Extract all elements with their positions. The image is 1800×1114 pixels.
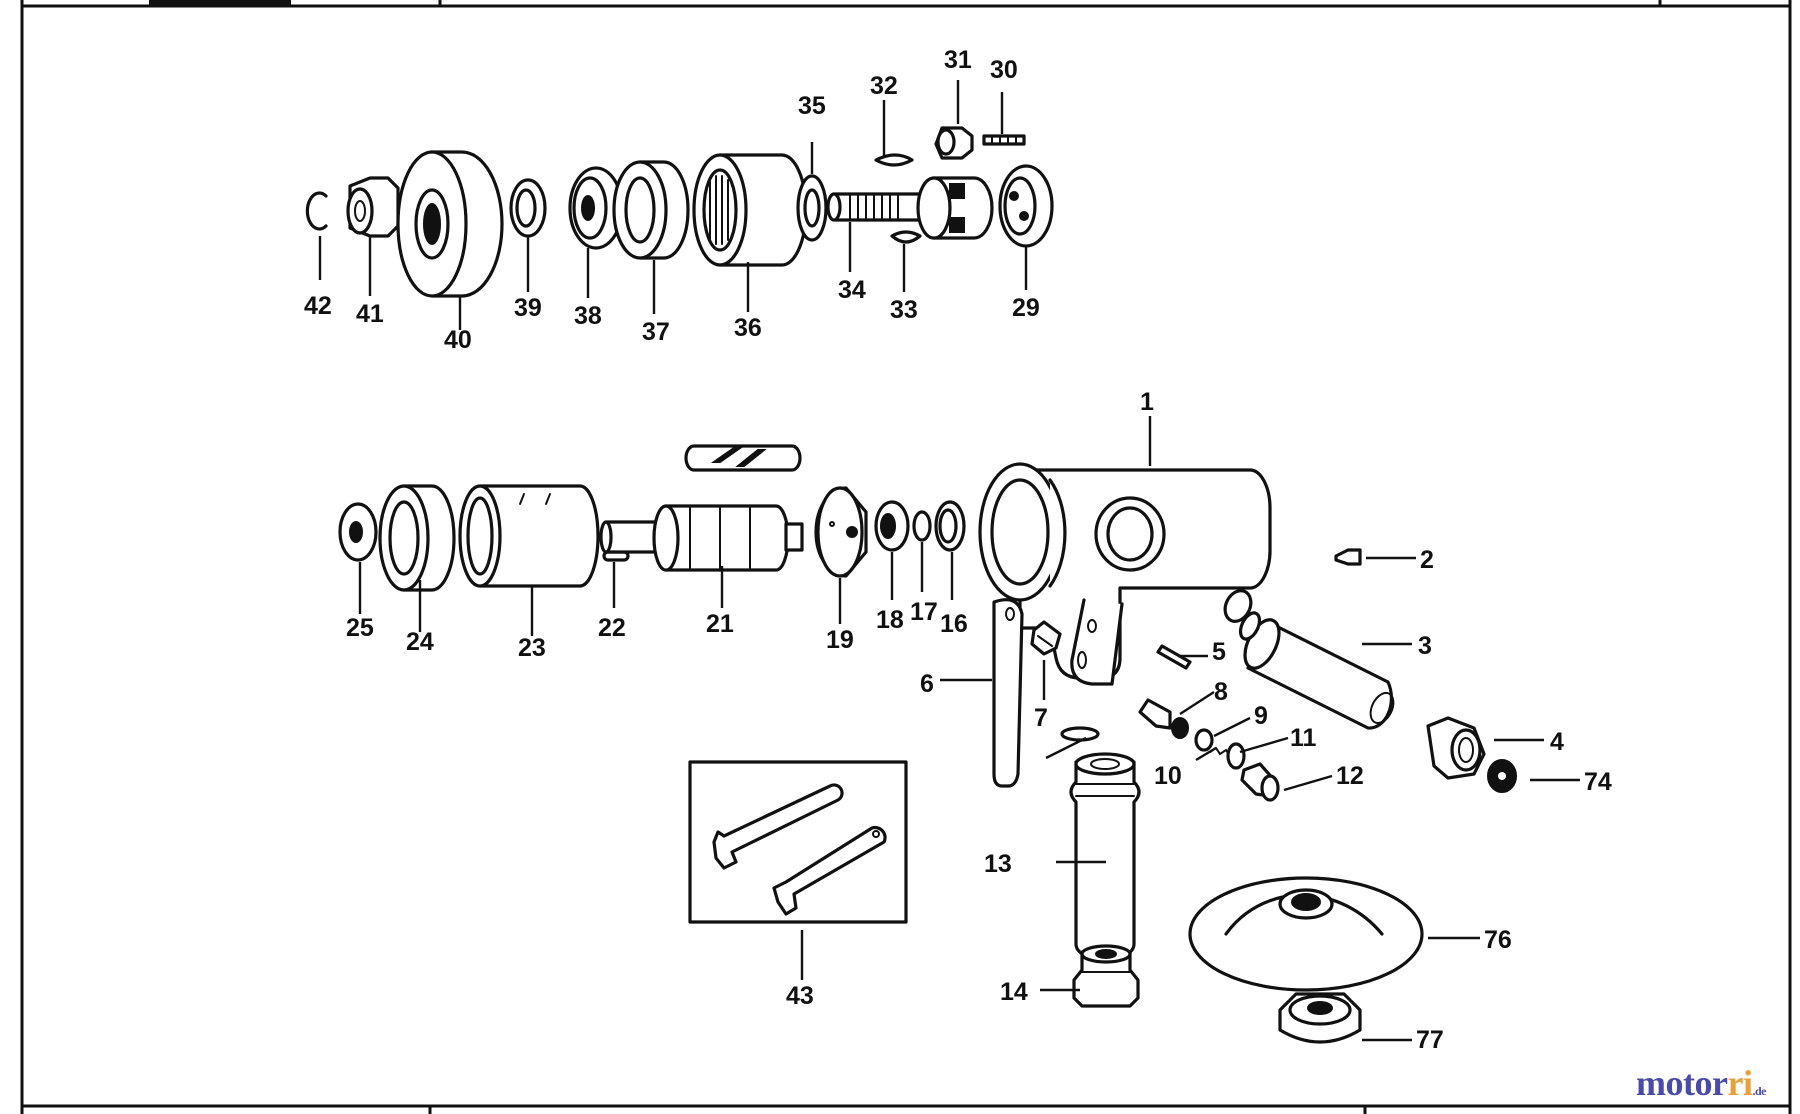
label-p22: 22: [598, 614, 626, 642]
part-33-key: [890, 230, 922, 244]
part-8-valve: [1138, 698, 1189, 739]
part-19-end-plate: [814, 486, 868, 578]
part-4-inlet-bushing: [1426, 716, 1486, 780]
part-13-exhaust-tube: [1060, 726, 1141, 962]
watermark-suffix: .de: [1752, 1084, 1766, 1098]
label-p3: 3: [1418, 632, 1432, 660]
part-18-bearing: [874, 500, 910, 552]
part-25-bearing: [338, 502, 378, 562]
label-p32: 32: [870, 72, 898, 100]
part-6-trigger-lever: [992, 598, 1024, 788]
rotor-vanes: [684, 444, 802, 472]
label-p39: 39: [514, 294, 542, 322]
part-36-bevel-gear-sleeve: [692, 153, 808, 267]
label-p11: 11: [1290, 724, 1317, 752]
label-p77: 77: [1416, 1026, 1444, 1054]
label-p24: 24: [406, 628, 434, 656]
label-p25: 25: [346, 614, 374, 642]
label-p36: 36: [734, 314, 762, 342]
label-p31: 31: [944, 46, 972, 74]
label-p5: 5: [1212, 638, 1226, 666]
label-p37: 37: [642, 318, 670, 346]
leader-lines: [318, 80, 1580, 1042]
label-p4: 4: [1550, 728, 1564, 756]
part-29-bearing: [998, 164, 1054, 248]
part-38-bearing: [568, 166, 624, 250]
label-p41: 41: [356, 300, 384, 328]
label-p17: 17: [910, 598, 938, 626]
page-frame: [20, 0, 1792, 1114]
part-40-housing-cap: [396, 150, 504, 298]
label-p18: 18: [876, 606, 904, 634]
label-p42: 42: [304, 292, 332, 320]
part-17-ring: [912, 510, 932, 542]
part-77-flange-nut: [1278, 992, 1362, 1044]
part-76-backing-pad: [1188, 876, 1424, 992]
part-7-valve-plug: [1030, 620, 1062, 656]
part-30-pin: [982, 134, 1026, 146]
part-37-gear-ring: [612, 160, 690, 260]
part-1-motor-housing: [978, 462, 1272, 686]
part-24-end-plate: [378, 484, 456, 592]
part-2-screw: [1334, 548, 1362, 566]
part-43-wrench-set: [688, 760, 908, 924]
label-p38: 38: [574, 302, 602, 330]
part-42-circlip: [305, 191, 328, 231]
part-32-key: [874, 153, 914, 167]
label-p35: 35: [798, 92, 826, 120]
part-34-spindle: [826, 176, 994, 240]
label-p16: 16: [940, 610, 968, 638]
label-p12: 12: [1336, 762, 1364, 790]
part-9-ring: [1194, 728, 1214, 752]
part-3-handle: [1223, 589, 1395, 730]
label-p9: 9: [1254, 702, 1268, 730]
label-p33: 33: [890, 296, 918, 324]
label-p1: 1: [1140, 388, 1154, 416]
part-39-ring: [509, 178, 547, 238]
label-p19: 19: [826, 626, 854, 654]
label-p30: 30: [990, 56, 1018, 84]
label-p10: 10: [1154, 762, 1182, 790]
part-31-lock-nut: [934, 126, 974, 160]
watermark-part1: motor: [1636, 1063, 1728, 1103]
part-12-valve-cap: [1240, 762, 1280, 802]
label-p2: 2: [1420, 546, 1434, 574]
label-p8: 8: [1214, 678, 1228, 706]
label-p13: 13: [984, 850, 1012, 878]
part-41-nut: [346, 176, 400, 238]
label-p34: 34: [838, 276, 866, 304]
part-74-filter: [1487, 759, 1517, 793]
label-p21: 21: [706, 610, 734, 638]
part-21-rotor: [599, 504, 804, 572]
label-p14: 14: [1000, 978, 1028, 1006]
watermark-logo: motorri.de: [1636, 1062, 1766, 1104]
label-p43: 43: [786, 982, 814, 1010]
part-23-cylinder: [458, 484, 600, 588]
label-p74: 74: [1584, 768, 1612, 796]
part-10-spring: [1209, 742, 1246, 770]
watermark-part2: ri: [1727, 1063, 1753, 1103]
part-16-ring: [934, 500, 966, 552]
part-labels: 1 2 3 4 5 6 7 8 9 10 11 12 13 14 16 17 1…: [304, 46, 1612, 1054]
label-p6: 6: [920, 670, 934, 698]
part-35-washer: [796, 174, 828, 242]
label-p7: 7: [1034, 704, 1048, 732]
label-p40: 40: [444, 326, 472, 354]
label-p76: 76: [1484, 926, 1512, 954]
part-14-plug: [1072, 944, 1140, 1008]
label-p23: 23: [518, 634, 546, 662]
label-p29: 29: [1012, 294, 1040, 322]
